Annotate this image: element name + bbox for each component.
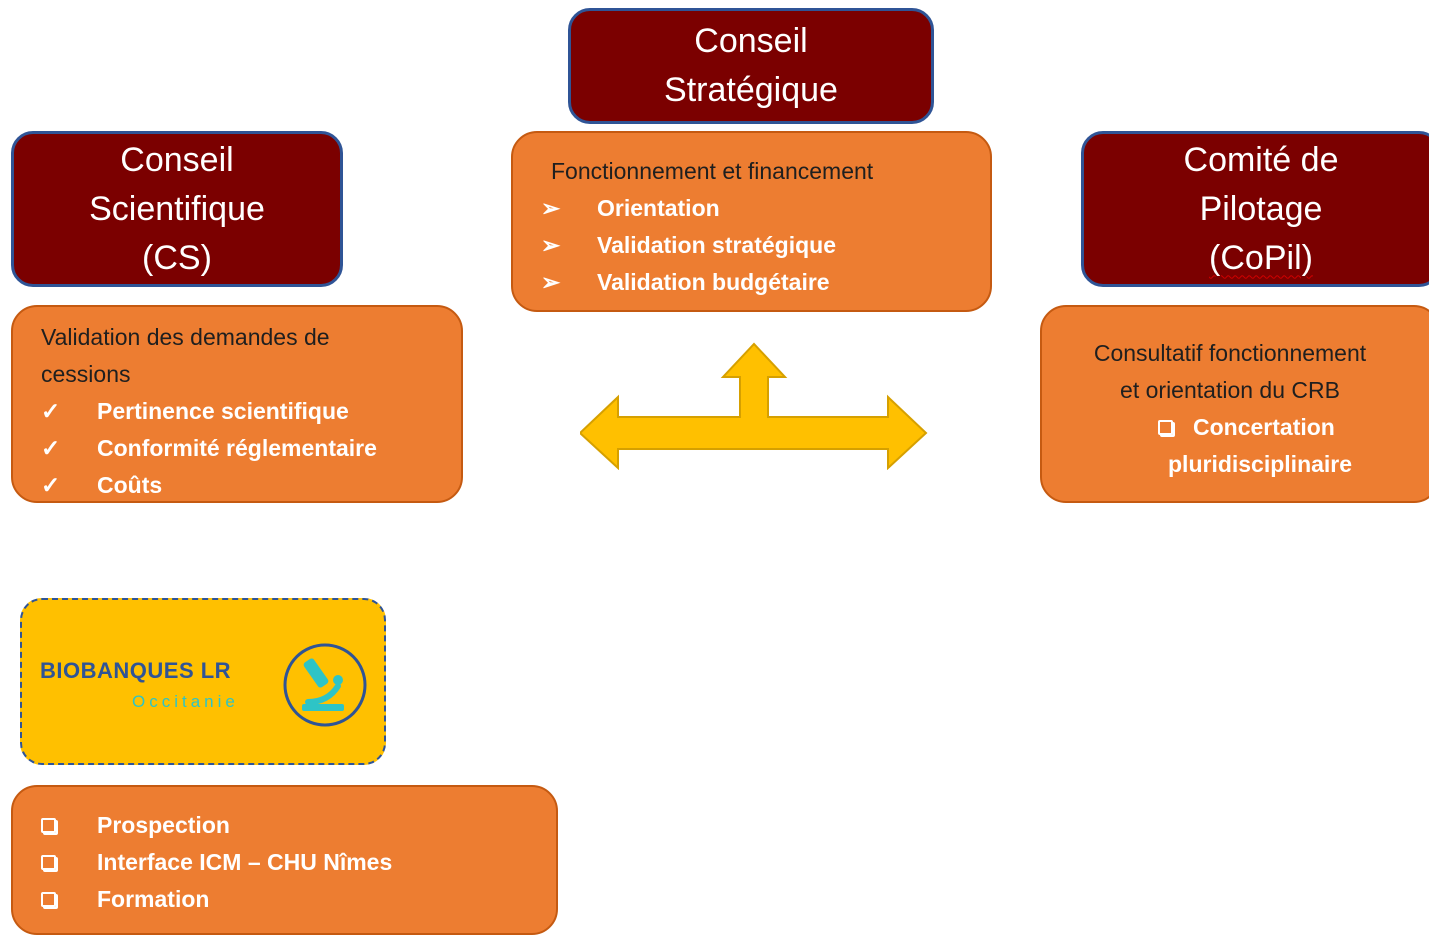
list-item: ✓ Pertinence scientifique (41, 393, 461, 430)
biobanques-logo-box: BIOBANQUES LR Occitanie (20, 598, 386, 765)
conseil-strategique-panel: Fonctionnement et financement ➢ Orientat… (511, 131, 992, 312)
conseil-strategique-item: Orientation (597, 195, 720, 221)
checkmark-icon: ✓ (41, 435, 61, 461)
conseil-scientifique-item: Pertinence scientifique (97, 398, 349, 424)
conseil-scientifique-item: Coûts (97, 472, 163, 498)
conseil-strategique-title-box: Conseil Stratégique (568, 8, 934, 124)
square-bullet-icon (41, 881, 97, 918)
comite-pilotage-title-line1: Comité de (1183, 140, 1339, 179)
list-item: Prospection (41, 807, 556, 844)
conseil-scientifique-panel: Validation des demandes de cessions ✓ Pe… (11, 305, 463, 503)
comite-pilotage-heading-line1: Consultatif fonctionnement (1093, 340, 1367, 366)
comite-pilotage-title-box: Comité de Pilotage (CoPil) (1081, 131, 1429, 287)
arrowhead-bullet-icon: ➢ (541, 269, 561, 295)
comite-pilotage-heading-line2: et orientation du CRB (1120, 377, 1340, 403)
comite-pilotage-title-line2: Pilotage (1199, 189, 1323, 228)
logo-region: Occitanie (132, 692, 239, 711)
biobanques-item: Formation (97, 886, 210, 912)
biobanques-item: Prospection (97, 812, 230, 838)
square-bullet-icon (41, 844, 97, 881)
microscope-icon (283, 643, 367, 727)
logo-name: BIOBANQUES LR (40, 658, 232, 683)
square-bullet-icon (41, 807, 97, 844)
biobanques-panel: Prospection Interface ICM – CHU Nîmes Fo… (11, 785, 558, 935)
conseil-scientifique-title-line2: Scientifique (89, 189, 265, 228)
conseil-scientifique-title-line1: Conseil (120, 140, 234, 179)
comite-pilotage-item-line2: pluridisciplinaire (1168, 451, 1353, 477)
conseil-strategique-heading: Fonctionnement et financement (551, 158, 874, 184)
arrowhead-bullet-icon: ➢ (541, 195, 561, 221)
list-item: ✓ Coûts (41, 467, 461, 504)
square-bullet-icon (1137, 409, 1193, 446)
conseil-strategique-item: Validation stratégique (597, 232, 836, 258)
conseil-strategique-title-line2: Stratégique (664, 71, 838, 109)
conseil-scientifique-title-box: Conseil Scientifique (CS) (11, 131, 343, 287)
list-item: ➢ Orientation (541, 190, 990, 227)
conseil-scientifique-heading-line1: Validation des demandes de (41, 324, 330, 350)
three-way-arrow-icon (580, 342, 928, 470)
conseil-strategique-item: Validation budgétaire (597, 269, 830, 295)
conseil-scientifique-title-line3: (CS) (142, 238, 212, 277)
arrowhead-bullet-icon: ➢ (541, 232, 561, 258)
checkmark-icon: ✓ (41, 398, 61, 424)
comite-pilotage-panel: Consultatif fonctionnement et orientatio… (1040, 305, 1429, 503)
list-item: Interface ICM – CHU Nîmes (41, 844, 556, 881)
list-item-continuation: pluridisciplinaire (1042, 446, 1429, 483)
list-item: ➢ Validation stratégique (541, 227, 990, 264)
list-item: ✓ Conformité réglementaire (41, 430, 461, 467)
comite-pilotage-item-line1: Concertation (1193, 414, 1335, 440)
conseil-scientifique-heading-line2: cessions (41, 361, 131, 387)
list-item: Concertation (1042, 409, 1429, 446)
checkmark-icon: ✓ (41, 472, 61, 498)
biobanques-item: Interface ICM – CHU Nîmes (97, 849, 393, 875)
comite-pilotage-title-line3: (CoPil) (1209, 238, 1313, 277)
list-item: Formation (41, 881, 556, 918)
list-item: ➢ Validation budgétaire (541, 264, 990, 301)
conseil-strategique-title-line1: Conseil (694, 22, 808, 60)
conseil-scientifique-item: Conformité réglementaire (97, 435, 377, 461)
